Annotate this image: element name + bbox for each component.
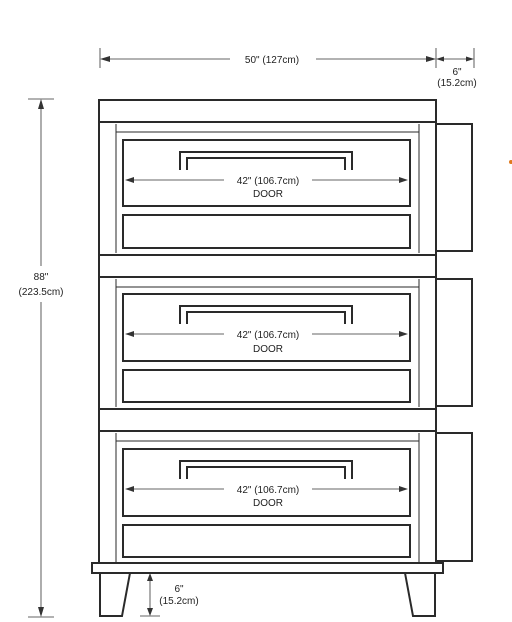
- deck-2-door-handle: [179, 305, 353, 324]
- deck-2-door-label: DOOR: [253, 344, 283, 355]
- deck-3-door-label: DOOR: [253, 498, 283, 509]
- deck-1-side-control-box: [435, 123, 473, 252]
- deck-2-door-width-dimension: 42" (106.7cm) DOOR: [125, 330, 408, 355]
- deck-2-lower-panel: [122, 369, 411, 403]
- leg-height-label-cm: (15.2cm): [159, 596, 198, 607]
- deck-3-side-control-box: [435, 432, 473, 562]
- deck-1-door-label: DOOR: [253, 189, 283, 200]
- oven-deck-2: 42" (106.7cm) DOOR: [98, 276, 473, 410]
- deck-1-door-width-dimension: 42" (106.7cm) DOOR: [125, 176, 408, 200]
- height-total-label-inches: 88": [34, 272, 49, 283]
- deck-1-door-width-label: 42" (106.7cm): [237, 176, 299, 187]
- base-plate: [91, 562, 444, 574]
- deck-divider-2: [98, 408, 437, 432]
- height-dimension: 88" (223.5cm): [18, 98, 64, 618]
- orange-marker-dot: [509, 160, 512, 164]
- right-leg: [404, 572, 436, 617]
- deck-1-lower-panel: [122, 214, 411, 249]
- left-leg: [99, 572, 131, 617]
- deck-3-lower-panel: [122, 524, 411, 558]
- oven-deck-3: 42" (106.7cm) DOOR: [98, 430, 473, 564]
- deck-3-door-width-label: 42" (106.7cm): [237, 485, 299, 496]
- side-depth-label-inches: 6": [452, 67, 462, 78]
- deck-2-door-width-label: 42" (106.7cm): [237, 330, 299, 341]
- deck-3-door-handle: [179, 460, 353, 479]
- leg-height-label-inches: 6": [174, 584, 184, 595]
- deck-2-side-control-box: [435, 278, 473, 407]
- side-depth-label-cm: (15.2cm): [437, 78, 476, 89]
- height-total-label-cm: (223.5cm): [18, 287, 63, 298]
- deck-divider-1: [98, 254, 437, 278]
- oven-base-stand: [91, 562, 444, 617]
- deck-1-door: [122, 139, 411, 207]
- oven-top-cap: [98, 99, 437, 123]
- side-depth-dimension: 6" (15.2cm): [436, 56, 477, 89]
- width-dimension: 50" (127cm): [99, 48, 475, 68]
- deck-3-door-width-dimension: 42" (106.7cm) DOOR: [125, 485, 408, 509]
- deck-3-door: [122, 448, 411, 517]
- deck-2-door: [122, 293, 411, 362]
- leg-height-dimension: 6" (15.2cm): [140, 573, 199, 617]
- oven-deck-1: 42" (106.7cm) DOOR: [98, 121, 473, 256]
- width-total-label: 50" (127cm): [245, 55, 299, 66]
- deck-1-door-handle: [179, 151, 353, 170]
